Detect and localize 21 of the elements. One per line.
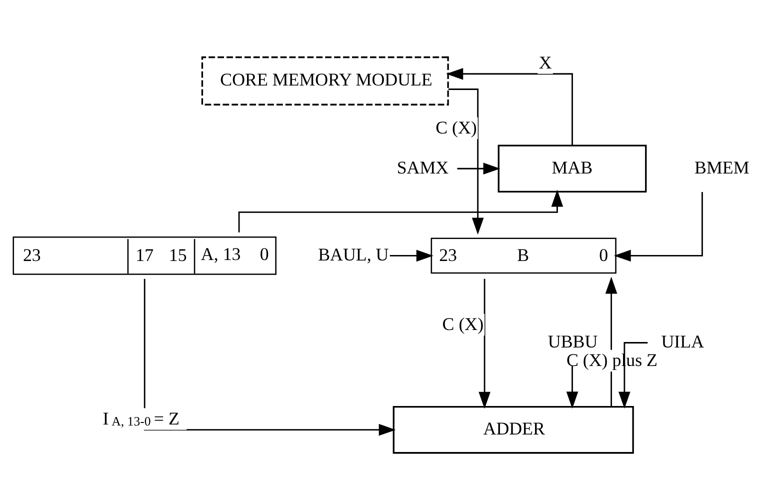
edge-label: C (X) [442,314,484,334]
node-box: CORE MEMORY MODULE [201,56,449,105]
node-box: ADDER [392,405,634,454]
node-text: BMEM [694,156,750,177]
arrow [478,278,490,408]
arrow [614,191,703,262]
arrow [238,189,564,232]
arrow [566,366,578,408]
arrow [390,249,434,262]
arrow [457,162,500,174]
edge-label: C (X) [436,117,477,138]
node-text: UBBU [548,331,598,352]
node-text: SAMX [396,156,449,177]
node-text: UILA [661,331,704,352]
node-box: MAB [498,144,647,192]
arrow [144,278,396,436]
arrow [446,67,573,145]
node-box: 23 B 0 [430,237,616,274]
arrow [448,88,484,234]
node-text: BAUL, U [318,244,389,264]
edge-label: X [538,52,552,72]
